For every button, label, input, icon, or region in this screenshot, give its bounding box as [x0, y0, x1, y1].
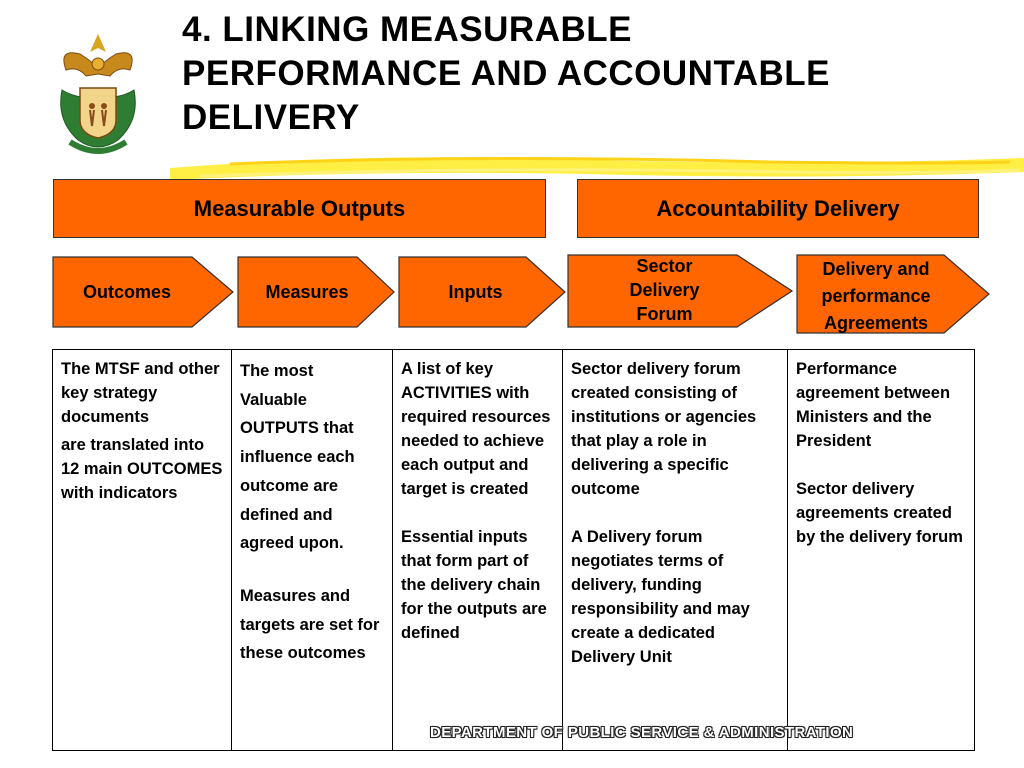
measures-cell: The most Valuable OUTPUTS that influence…: [231, 349, 393, 751]
step-label: Outcomes: [82, 282, 172, 302]
cell-paragraph: The most Valuable OUTPUTS that influence…: [240, 362, 355, 553]
footer-department: DEPARTMENT OF PUBLIC SERVICE & ADMINISTR…: [430, 724, 854, 741]
cell-paragraph: are translated into 12 main OUTCOMES wit…: [61, 436, 223, 502]
step-arrow-sector-delivery-forum: Sector Delivery Forum: [567, 254, 793, 328]
cell-paragraph: Measures and targets are set for these o…: [240, 586, 380, 663]
step-arrow-measures: Measures: [237, 256, 395, 328]
details-table: The MTSF and other key strategy document…: [52, 349, 975, 751]
agreements-cell: Performance agreement between Ministers …: [787, 349, 975, 751]
step-label: Measures: [265, 282, 349, 302]
cell-paragraph: Essential inputs that form part of the d…: [401, 528, 547, 642]
cell-paragraph: The MTSF and other key strategy document…: [61, 360, 220, 426]
cell-paragraph: Performance agreement between Ministers …: [796, 360, 951, 450]
step-label: Delivery and performance Agreements: [821, 259, 931, 333]
title-line-2: PERFORMANCE AND ACCOUNTABLE: [182, 54, 831, 93]
title-line-1: 4. LINKING MEASURABLE: [182, 10, 632, 49]
step-arrow-outcomes: Outcomes: [52, 256, 234, 328]
highlight-brush-stroke: [170, 156, 1024, 180]
step-arrow-delivery-agreements: Delivery and performance Agreements: [796, 254, 990, 340]
page-title: 4. LINKING MEASURABLE PERFORMANCE AND AC…: [182, 8, 1012, 140]
table-row: The MTSF and other key strategy document…: [52, 349, 975, 751]
sector-forum-cell: Sector delivery forum created consisting…: [562, 349, 788, 751]
step-arrow-inputs: Inputs: [398, 256, 566, 328]
accountability-delivery-header: Accountability Delivery: [577, 179, 979, 238]
cell-paragraph: Sector delivery agreements created by th…: [796, 480, 963, 546]
step-label: Inputs: [448, 282, 503, 302]
measurable-outputs-header: Measurable Outputs: [53, 179, 546, 238]
outcomes-cell: The MTSF and other key strategy document…: [52, 349, 232, 751]
title-line-3: DELIVERY: [182, 98, 360, 137]
cell-paragraph: Sector delivery forum created consisting…: [571, 360, 757, 498]
coat-of-arms-icon: [60, 34, 136, 154]
inputs-cell: A list of key ACTIVITIES with required r…: [392, 349, 563, 751]
cell-paragraph: A Delivery forum negotiates terms of del…: [571, 528, 750, 666]
step-label: Sector Delivery Forum: [629, 256, 700, 324]
cell-paragraph: A list of key ACTIVITIES with required r…: [401, 360, 551, 498]
